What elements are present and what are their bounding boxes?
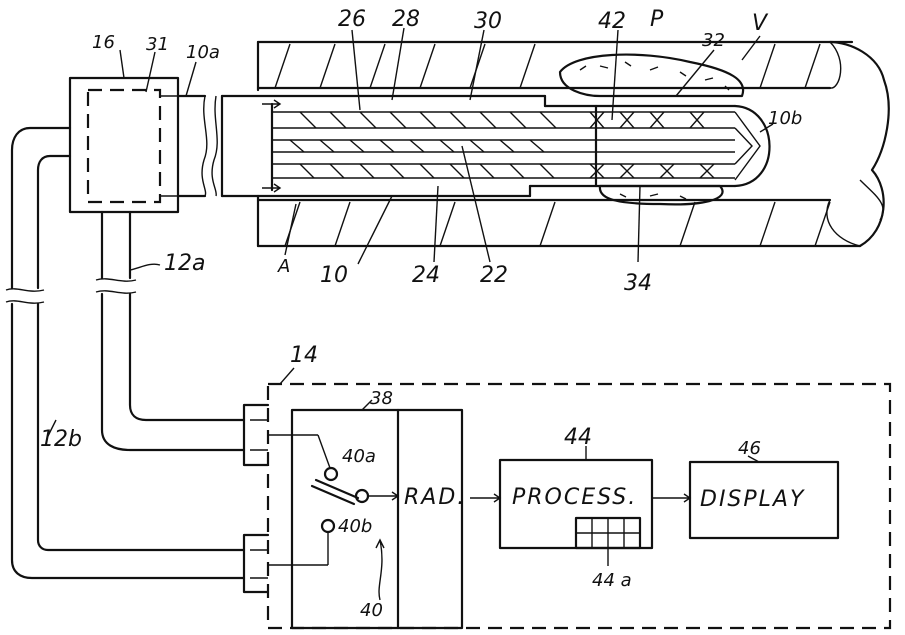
label-26: 26	[338, 7, 366, 32]
vessel	[258, 42, 889, 246]
connector-16	[70, 78, 178, 212]
label-10a: 10a	[186, 42, 220, 63]
label-a: A	[277, 256, 290, 277]
label-12b: 12b	[40, 427, 82, 452]
label-12a: 12a	[164, 251, 205, 276]
label-44: 44	[564, 425, 592, 450]
label-44a: 44 a	[592, 570, 632, 591]
label-38: 38	[370, 388, 393, 409]
label-30: 30	[474, 9, 502, 34]
label-40b: 40b	[338, 516, 372, 537]
label-28: 28	[392, 7, 420, 32]
label-10b: 10b	[768, 108, 802, 129]
label-40a: 40a	[342, 446, 376, 467]
label-16: 16	[92, 32, 115, 53]
label-46: 46	[738, 438, 761, 459]
fiber-12a	[96, 212, 244, 450]
fiber-12b	[6, 128, 244, 578]
block-labels: RAD. PROCESS. DISPLAY	[404, 485, 805, 512]
label-14: 14	[290, 343, 318, 368]
label-31: 31	[146, 34, 169, 55]
label-32: 32	[702, 30, 725, 51]
label-42: 42	[598, 9, 626, 34]
catheter-10	[178, 96, 770, 196]
label-v: V	[752, 11, 769, 36]
label-24: 24	[412, 263, 440, 288]
label-rad: RAD.	[404, 485, 466, 510]
label-process: PROCESS.	[512, 485, 637, 510]
label-22: 22	[480, 263, 508, 288]
label-34: 34	[624, 271, 652, 296]
label-display: DISPLAY	[700, 487, 805, 512]
label-p: P	[650, 7, 664, 32]
reference-labels: 16 31 10a 26 28 30 42 P 32 V 10b 12a A 1…	[40, 7, 802, 621]
label-10: 10	[320, 263, 348, 288]
label-40: 40	[360, 600, 383, 621]
plaque	[560, 55, 743, 205]
